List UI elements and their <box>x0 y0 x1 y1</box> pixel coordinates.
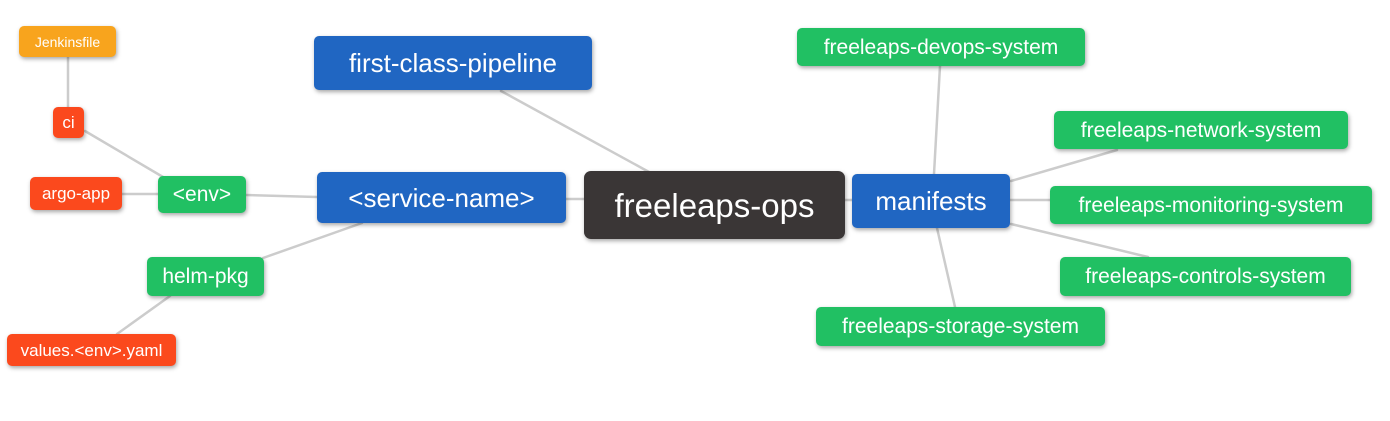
mindmap-node-freeleaps-ops[interactable]: freeleaps-ops <box>584 171 845 239</box>
edge-manifests-freeleaps-devops-system <box>932 64 942 176</box>
mindmap-node-helm-pkg[interactable]: helm-pkg <box>147 257 264 296</box>
mindmap-node-values-env-yaml[interactable]: values.<env>.yaml <box>7 334 176 366</box>
mindmap-node-freeleaps-storage-system[interactable]: freeleaps-storage-system <box>816 307 1105 346</box>
edge-env-service-name <box>244 193 319 199</box>
edge-ci-env <box>83 129 165 179</box>
mindmap-node-freeleaps-monitoring-system[interactable]: freeleaps-monitoring-system <box>1050 186 1372 224</box>
edge-helm-pkg-values-env-yaml <box>115 294 172 336</box>
edge-service-name-helm-pkg <box>261 221 364 260</box>
mindmap-node-jenkinsfile[interactable]: Jenkinsfile <box>19 26 116 57</box>
edge-first-class-pipeline-freeleaps-ops <box>499 89 651 174</box>
mindmap-node-manifests[interactable]: manifests <box>852 174 1010 228</box>
mindmap-node-service-name[interactable]: <service-name> <box>317 172 566 223</box>
edge-manifests-freeleaps-storage-system <box>935 226 957 309</box>
mindmap-node-argo-app[interactable]: argo-app <box>30 177 122 210</box>
mindmap-node-ci[interactable]: ci <box>53 107 84 138</box>
mindmap-node-freeleaps-devops-system[interactable]: freeleaps-devops-system <box>797 28 1085 66</box>
mindmap-node-freeleaps-controls-system[interactable]: freeleaps-controls-system <box>1060 257 1351 296</box>
mindmap-node-env[interactable]: <env> <box>158 176 246 213</box>
edge-manifests-freeleaps-network-system <box>1009 148 1119 183</box>
edge-manifests-freeleaps-controls-system <box>1009 222 1150 259</box>
mindmap-node-freeleaps-network-system[interactable]: freeleaps-network-system <box>1054 111 1348 149</box>
mindmap-node-first-class-pipeline[interactable]: first-class-pipeline <box>314 36 592 90</box>
